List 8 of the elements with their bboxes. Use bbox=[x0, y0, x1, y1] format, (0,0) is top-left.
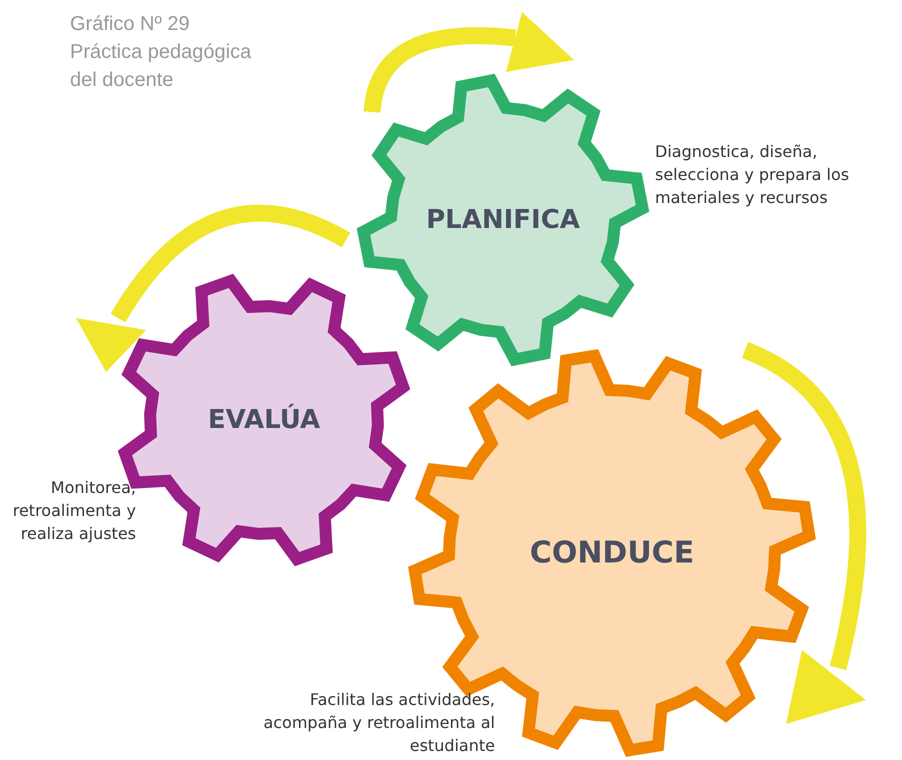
gear-label: CONDUCE bbox=[528, 536, 696, 570]
gear-shape bbox=[355, 72, 651, 368]
gear-label: EVALÚA bbox=[206, 405, 322, 435]
description-text: Diagnostica, diseña, selecciona y prepara los materiales y recursos bbox=[655, 141, 850, 209]
description-text: Monitorea, retroalimenta y realiza ajustes bbox=[12, 477, 136, 545]
chart-title: Gráfico Nº 29 Práctica pedagógica del docente bbox=[70, 12, 252, 93]
gear-label: PLANIFICA bbox=[425, 205, 581, 235]
description-text: Facilita las actividades, acompaña y retroalimenta al estudiante bbox=[262, 689, 495, 757]
